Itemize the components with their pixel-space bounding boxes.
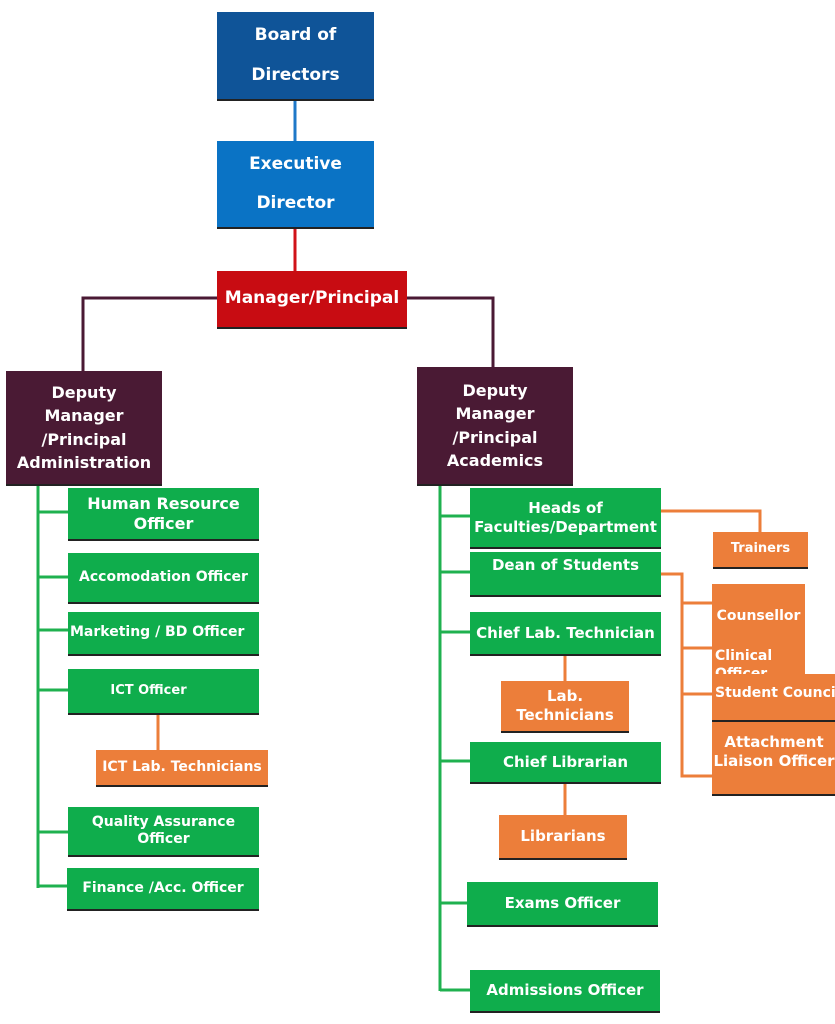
- ict-lab-technicians-box: ICT Lab. Technicians: [96, 750, 268, 787]
- dep-admin-line3: /Principal: [41, 429, 127, 449]
- dep-admin-line2: Manager: [44, 406, 124, 426]
- exams-label: Exams Officer: [504, 894, 621, 913]
- admissions-label: Admissions Officer: [486, 981, 644, 1000]
- admissions-officer-box: Admissions Officer: [470, 970, 660, 1013]
- heads-of-faculties-box: Heads of Faculties/Department: [470, 488, 661, 549]
- hr-officer-box: Human Resource Officer: [68, 488, 259, 541]
- executive-director-box: Executive Director: [217, 141, 374, 229]
- student-council-label: Student Council: [715, 685, 835, 701]
- lab-tech-line1: Lab.: [546, 687, 584, 706]
- dep-acad-line4: Academics: [446, 450, 544, 470]
- chief-lib-label: Chief Librarian: [502, 752, 629, 771]
- quality-assurance-box: Quality Assurance Officer: [68, 807, 259, 857]
- dean-label: Dean of Students: [491, 556, 640, 574]
- dep-acad-line2: Manager: [455, 404, 535, 424]
- board-line2: Directors: [251, 64, 340, 85]
- finance-label: Finance /Acc. Officer: [82, 879, 244, 896]
- dep-acad-line1: Deputy: [462, 381, 528, 401]
- finance-officer-box: Finance /Acc. Officer: [67, 868, 259, 911]
- ict-lab-label: ICT Lab. Technicians: [102, 758, 262, 775]
- dean-of-students-box: Dean of Students: [470, 552, 661, 597]
- trainers-label: Trainers: [730, 541, 791, 557]
- lab-technicians-box: Lab. Technicians: [501, 681, 629, 733]
- lab-tech-line2: Technicians: [516, 706, 614, 724]
- board-line1: Board of: [254, 25, 337, 46]
- accommodation-officer-box: Accomodation Officer: [68, 553, 259, 604]
- attachment-line1: Attachment: [724, 733, 824, 751]
- trainers-box: Trainers: [713, 532, 808, 569]
- exams-officer-box: Exams Officer: [467, 882, 658, 927]
- clinical-line1: Clinical: [715, 648, 773, 664]
- student-council-box: Student Council: [712, 674, 835, 722]
- dep-admin-line4: Administration: [16, 452, 152, 472]
- librarians-label: Librarians: [520, 827, 606, 846]
- executive-line1: Executive: [249, 153, 342, 174]
- qa-line1: Quality Assurance: [91, 813, 236, 830]
- executive-line2: Director: [256, 192, 335, 213]
- ict-label: ICT Officer: [110, 682, 187, 698]
- dep-acad-line3: /Principal: [452, 427, 538, 447]
- librarians-box: Librarians: [499, 815, 627, 860]
- deputy-administration-box: Deputy Manager /Principal Administration: [6, 371, 162, 486]
- attachment-line2: Liaison Officer: [713, 751, 835, 770]
- marketing-officer-box: Marketing / BD Officer: [68, 612, 259, 656]
- chief-lab-technician-box: Chief Lab. Technician: [470, 612, 661, 656]
- marketing-label: Marketing / BD Officer: [70, 624, 245, 641]
- counsellor-box: Counsellor: [712, 584, 805, 674]
- dep-admin-line1: Deputy: [51, 383, 117, 403]
- hr-line2: Officer: [133, 513, 194, 533]
- accommodation-label: Accomodation Officer: [79, 568, 248, 585]
- chief-librarian-box: Chief Librarian: [470, 742, 661, 784]
- board-of-directors-box: Board of Directors: [217, 12, 374, 101]
- heads-line1: Heads of: [528, 498, 603, 517]
- attachment-liaison-box: Attachment Liaison Officer: [712, 722, 835, 796]
- counsellor-label: Counsellor: [716, 608, 801, 624]
- qa-line2: Officer: [137, 831, 190, 847]
- manager-label: Manager/Principal: [224, 288, 400, 309]
- ict-officer-box: ICT Officer: [68, 669, 259, 715]
- deputy-academics-box: Deputy Manager /Principal Academics: [417, 367, 573, 486]
- manager-principal-box: Manager/Principal: [217, 271, 407, 329]
- chief-lab-label: Chief Lab. Technician: [476, 623, 655, 642]
- heads-line2: Faculties/Department: [474, 517, 657, 536]
- hr-line1: Human Resource: [87, 493, 240, 513]
